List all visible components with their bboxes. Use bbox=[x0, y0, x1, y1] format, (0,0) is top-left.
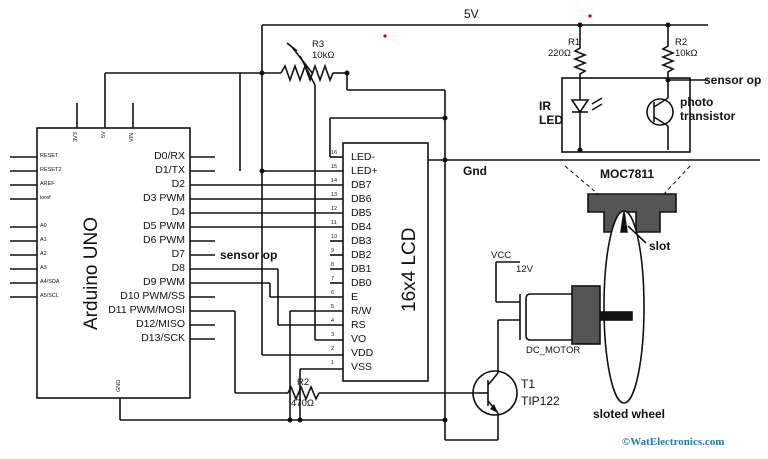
lcd-pin: LED+ bbox=[351, 165, 378, 177]
r2-top-value: 10kΩ bbox=[675, 48, 698, 59]
r3-value: 10kΩ bbox=[312, 50, 335, 61]
lcd-pin-number: 4 bbox=[331, 318, 335, 324]
r1-name: R1 bbox=[568, 37, 581, 48]
t1-transistor-body bbox=[472, 370, 518, 416]
lcd-pin: VO bbox=[351, 333, 367, 345]
arduino-left-pin: AREF bbox=[40, 181, 55, 187]
arduino-right-pin: D1/TX bbox=[155, 164, 185, 176]
arduino-pin-vin: VIN bbox=[129, 132, 135, 142]
arduino-left-pin: A3 bbox=[40, 265, 47, 271]
vcc-label: VCC bbox=[491, 250, 512, 261]
sensor-op-left-label: sensor op bbox=[220, 248, 278, 262]
slotted-wheel-label: sloted wheel bbox=[593, 407, 666, 421]
r3-name: R3 bbox=[312, 39, 325, 50]
arduino-pin-gnd: GND bbox=[116, 379, 122, 392]
t1-part-label: TIP122 bbox=[521, 394, 560, 408]
r2-top-name: R2 bbox=[675, 37, 688, 48]
arduino-right-pin: D8 bbox=[171, 262, 185, 274]
arduino-right-pin: D0/RX bbox=[154, 150, 185, 162]
arduino-left-pin: RESET2 bbox=[40, 167, 62, 173]
arduino-board-outline bbox=[36, 127, 191, 399]
lcd-pin-number: 1 bbox=[331, 360, 335, 366]
lcd-pin: DB3 bbox=[351, 235, 372, 247]
lcd-pin-number: 3 bbox=[331, 332, 335, 338]
r2-bottom-value: 470Ω bbox=[291, 398, 314, 409]
arduino-right-pin: D13/SCK bbox=[141, 332, 185, 344]
arduino-right-pin: D9 PWM bbox=[143, 276, 185, 288]
arduino-pin-3v3: 3V3 bbox=[73, 132, 79, 142]
ir-led-label-line1: IR bbox=[539, 99, 551, 113]
lcd-title: 16x4 LCD bbox=[399, 227, 420, 313]
watermark: ©WatElectronics.com bbox=[622, 436, 725, 448]
arduino-left-pin: A5/SCL bbox=[40, 293, 59, 299]
arduino-left-pin: RESET bbox=[40, 153, 59, 159]
lcd-pin: VDD bbox=[351, 347, 374, 359]
slot-label: slot bbox=[649, 239, 671, 253]
sensor-op-right-label: sensor op bbox=[704, 73, 762, 87]
supply-5v-label: 5V bbox=[464, 7, 479, 21]
lcd-pin-number: 13 bbox=[331, 192, 338, 198]
arduino-left-pin: A4/SDA bbox=[40, 279, 60, 285]
photo-transistor-label-line2: transistor bbox=[680, 109, 736, 123]
arduino-right-pin: D5 PWM bbox=[143, 220, 185, 232]
lcd-pin: DB7 bbox=[351, 179, 372, 191]
v12-label: 12V bbox=[516, 264, 533, 275]
lcd-pin: DB6 bbox=[351, 193, 372, 205]
gnd-label: Gnd bbox=[463, 164, 487, 178]
lcd-pin-number: 9 bbox=[331, 248, 335, 254]
lcd-pin-number: 11 bbox=[331, 220, 337, 226]
lcd-pin-number: 5 bbox=[331, 304, 335, 310]
lcd-pin-number: 15 bbox=[331, 164, 338, 170]
arduino-right-pin: D7 bbox=[171, 248, 185, 260]
arduino-right-pin: D2 bbox=[171, 178, 185, 190]
arduino-right-pin: D4 bbox=[171, 206, 185, 218]
arduino-left-pin: A2 bbox=[40, 251, 47, 257]
lcd-pin: DB0 bbox=[351, 277, 372, 289]
lcd-pin: VSS bbox=[351, 361, 373, 373]
r2-bottom-name: R2 bbox=[297, 377, 310, 388]
arduino-title: Arduino UNO bbox=[81, 217, 102, 330]
lcd-pin: E bbox=[351, 291, 359, 303]
dc-motor-label: DC_MOTOR bbox=[526, 345, 581, 356]
lcd-pin-number: 6 bbox=[331, 290, 335, 296]
arduino-left-pin: ioref bbox=[40, 195, 51, 201]
lcd-pin-number: 8 bbox=[331, 262, 335, 268]
lcd-pin: RS bbox=[351, 319, 366, 331]
arduino-right-pin: D10 PWM/SS bbox=[120, 290, 185, 302]
lcd-module-outline bbox=[342, 142, 429, 382]
r1-value: 220Ω bbox=[548, 48, 571, 59]
arduino-left-pin: A0 bbox=[40, 223, 47, 229]
lcd-pin-number: 12 bbox=[331, 206, 338, 212]
lcd-pin-number: 16 bbox=[331, 150, 338, 156]
lcd-pin: LED- bbox=[351, 151, 375, 163]
arduino-right-pin: D11 PWM/MOSI bbox=[108, 304, 185, 316]
lcd-pin-number: 14 bbox=[331, 178, 338, 184]
lcd-pin: DB2 bbox=[351, 249, 372, 261]
arduino-right-pin: D3 PWM bbox=[143, 192, 185, 204]
arduino-pin-5v: 5V bbox=[101, 131, 107, 138]
lcd-pin: DB5 bbox=[351, 207, 372, 219]
arduino-left-pin: A1 bbox=[40, 237, 47, 243]
lcd-pin-number: 2 bbox=[331, 346, 335, 352]
photo-transistor-label-line1: photo bbox=[680, 95, 714, 109]
lcd-pin-number: 7 bbox=[331, 276, 335, 282]
arduino-right-pin: D12/MISO bbox=[135, 318, 185, 330]
t1-name-label: T1 bbox=[521, 377, 536, 391]
ir-led-label-line2: LED bbox=[539, 113, 563, 127]
lcd-pin: R/W bbox=[351, 305, 372, 317]
arduino-right-pin: D6 PWM bbox=[143, 234, 185, 246]
lcd-pin: DB1 bbox=[351, 263, 372, 275]
moc7811-label: MOC7811 bbox=[600, 167, 655, 181]
lcd-pin: DB4 bbox=[351, 221, 372, 233]
lcd-pin-number: 10 bbox=[331, 234, 338, 240]
